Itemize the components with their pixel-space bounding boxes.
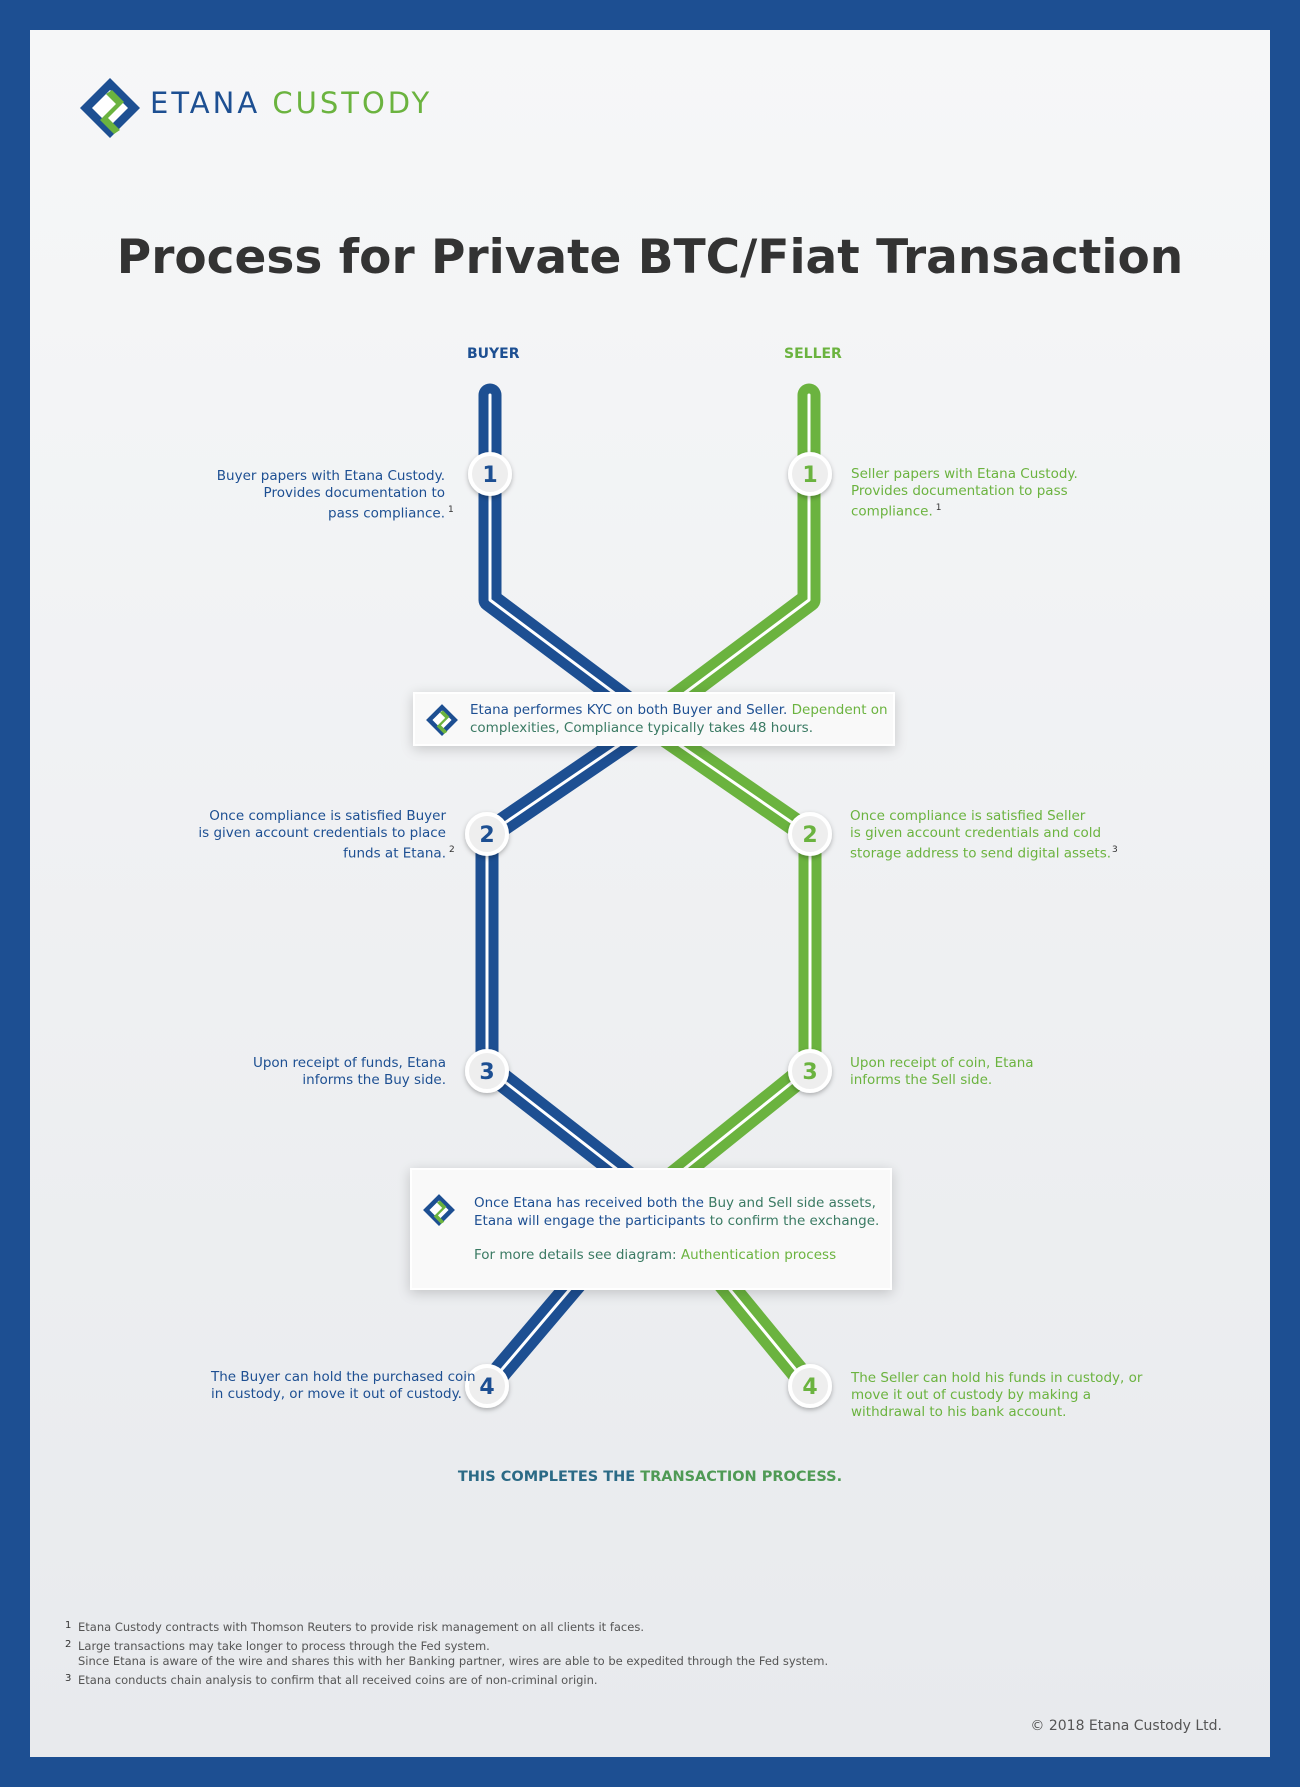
kyc-callout: Etana performes KYC on both Buyer and Se…	[413, 692, 895, 746]
buyer-step-4-line: in custody, or move it out of custody.	[211, 1386, 462, 1402]
exchange-text-part: to confirm the exchange.	[709, 1213, 880, 1229]
footnote-ref: 1	[448, 505, 454, 515]
logo-custody: CUSTODY	[272, 86, 433, 120]
exchange-text-part: Buy and Sell side assets,	[708, 1195, 876, 1211]
buyer-step-3-text: Upon receipt of funds, Etana informs the…	[126, 1055, 446, 1089]
buyer-step-4-text: The Buyer can hold the purchased coin in…	[211, 1369, 551, 1403]
footnote-line: Large transactions may take longer to pr…	[78, 1639, 490, 1653]
seller-step-1-text: Seller papers with Etana Custody. Provid…	[851, 466, 1181, 521]
buyer-step-1-line: Provides documentation to	[263, 485, 445, 501]
footnote-ref: 2	[449, 845, 455, 855]
buyer-step-circles	[465, 452, 512, 1408]
footnote-ref: 1	[935, 503, 942, 513]
seller-step-3-text: Upon receipt of coin, Etana informs the …	[850, 1055, 1180, 1089]
buyer-step-2-line: Once compliance is satisfied Buyer	[209, 808, 446, 824]
buyer-step-2-line: is given account credentials to place	[198, 825, 446, 841]
completion-message: THIS COMPLETES THE TRANSACTION PROCESS.	[0, 1469, 1300, 1485]
exchange-text-part: For more details see diagram:	[474, 1247, 681, 1263]
page-title: Process for Private BTC/Fiat Transaction	[116, 230, 1184, 285]
buyer-step-2-number: 2	[479, 823, 494, 848]
buyer-step-1-number: 1	[482, 463, 497, 488]
kyc-callout-text: Etana performes KYC on both Buyer and Se…	[470, 701, 890, 737]
etana-logo-icon	[80, 78, 140, 138]
completion-part: TRANSACTION PROCESS.	[640, 1469, 843, 1485]
buyer-heading: BUYER	[467, 346, 520, 362]
seller-step-4-line: The Seller can hold his funds in custody…	[851, 1370, 1143, 1386]
exchange-text-part: Etana will engage the participants	[474, 1213, 710, 1229]
seller-step-2-text: Once compliance is satisfied Seller is g…	[850, 808, 1190, 863]
buyer-step-3-line: Upon receipt of funds, Etana	[252, 1055, 446, 1071]
footnote-line: Etana conducts chain analysis to confirm…	[78, 1673, 598, 1687]
seller-step-4-line: move it out of custody by making a	[851, 1387, 1091, 1403]
exchange-text-part: Once Etana has received both the	[474, 1195, 709, 1211]
footnote-number: 3	[65, 1673, 72, 1684]
buyer-step-1-line: pass compliance.	[328, 505, 445, 522]
buyer-step-4-number: 4	[479, 1375, 494, 1400]
seller-step-2-line: storage address to send digital assets.	[850, 845, 1112, 862]
kyc-text-part: Etana performes KYC on both Buyer and Se…	[470, 702, 788, 718]
logo-etana: ETANA	[150, 86, 261, 120]
logo-wordmark: ETANA CUSTODY	[150, 86, 432, 120]
exchange-callout-text: Once Etana has received both the Buy and…	[474, 1194, 884, 1264]
buyer-step-2-line: funds at Etana.	[343, 845, 446, 862]
seller-step-3-line: Upon receipt of coin, Etana	[850, 1055, 1034, 1071]
seller-step-4-number: 4	[802, 1375, 817, 1400]
poster-card	[30, 30, 1270, 1757]
seller-step-4-line: withdrawal to his bank account.	[851, 1404, 1067, 1420]
footnote-line: Etana Custody contracts with Thomson Reu…	[78, 1620, 644, 1634]
copyright: © 2018 Etana Custody Ltd.	[1030, 1718, 1222, 1734]
footnote-number: 1	[65, 1620, 72, 1631]
seller-step-2-line: is given account credentials and cold	[850, 825, 1102, 841]
buyer-step-1-text: Buyer papers with Etana Custody. Provide…	[125, 468, 454, 523]
buyer-step-3-number: 3	[479, 1060, 494, 1085]
authentication-process-link: Authentication process	[680, 1247, 837, 1263]
footnote: 3 Etana conducts chain analysis to confi…	[65, 1673, 1215, 1688]
buyer-step-3-line: informs the Buy side.	[302, 1072, 446, 1088]
footnote: 1 Etana Custody contracts with Thomson R…	[65, 1620, 1215, 1635]
seller-step-2-number: 2	[802, 823, 817, 848]
footnote-ref: 3	[1112, 845, 1118, 855]
seller-step-1-line: Seller papers with Etana Custody.	[851, 466, 1078, 482]
footnotes: 1 Etana Custody contracts with Thomson R…	[65, 1620, 1215, 1688]
buyer-step-4-line: The Buyer can hold the purchased coin	[211, 1369, 476, 1385]
seller-step-1-number: 1	[802, 463, 817, 488]
completion-part: THIS COMPLETES THE	[457, 1469, 641, 1485]
seller-step-circles	[788, 452, 832, 1408]
seller-step-3-line: informs the Sell side.	[850, 1072, 993, 1088]
seller-step-4-text: The Seller can hold his funds in custody…	[851, 1370, 1211, 1421]
exchange-callout: Once Etana has received both the Buy and…	[410, 1168, 892, 1290]
footnote: 2 Large transactions may take longer to …	[65, 1639, 1215, 1669]
seller-heading: SELLER	[784, 346, 842, 362]
seller-step-3-number: 3	[802, 1060, 817, 1085]
kyc-text-part: Dependent on	[787, 702, 888, 718]
etana-logo-icon	[426, 704, 458, 736]
seller-step-2-line: Once compliance is satisfied Seller	[850, 808, 1086, 824]
seller-step-1-line: compliance.	[851, 503, 933, 520]
buyer-step-2-text: Once compliance is satisfied Buyer is gi…	[116, 808, 454, 863]
seller-step-1-line: Provides documentation to pass	[851, 483, 1068, 499]
footnote-number: 2	[65, 1639, 72, 1650]
footnote-line: Since Etana is aware of the wire and sha…	[78, 1654, 829, 1668]
kyc-text-part: complexities, Compliance typically takes…	[470, 720, 814, 736]
buyer-step-1-line: Buyer papers with Etana Custody.	[216, 468, 445, 484]
etana-logo-icon	[423, 1194, 455, 1226]
